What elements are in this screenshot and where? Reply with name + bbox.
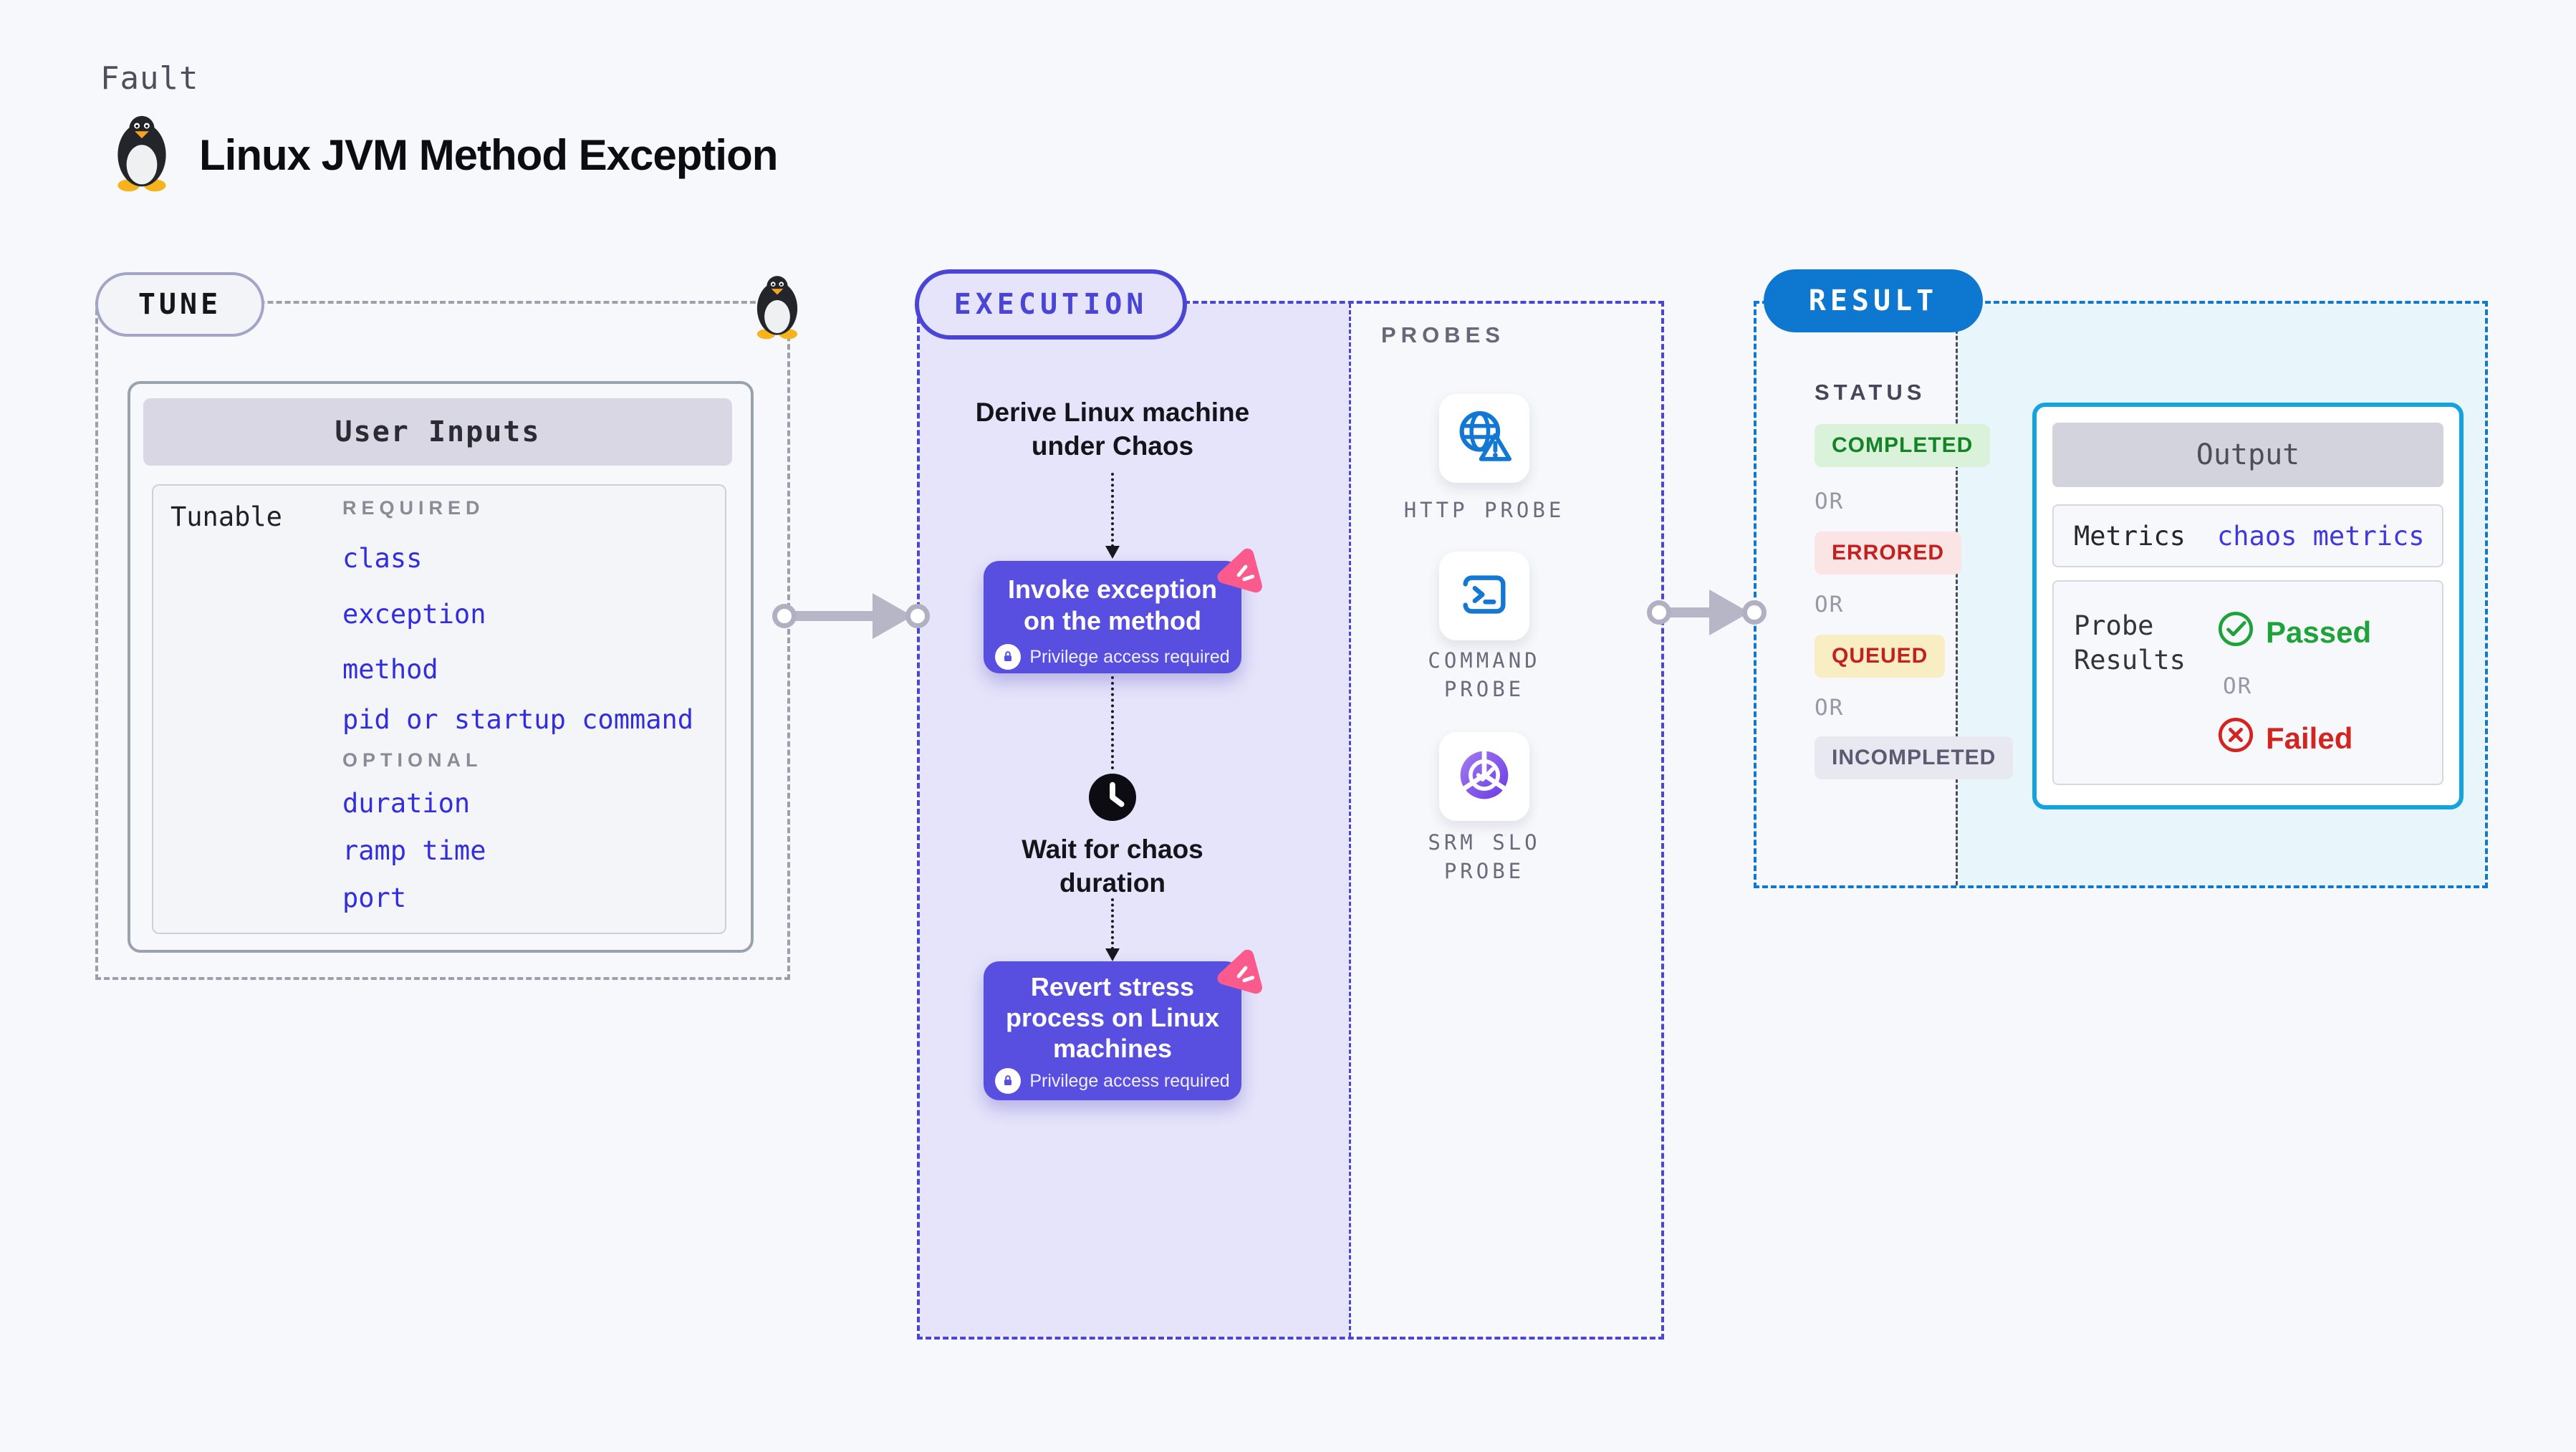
tunable-link-method[interactable]: method [342,654,438,685]
probe-results-label: Probe Results [2074,610,2186,675]
flow-arrowhead [1105,546,1120,559]
flow-dotted-line [1111,676,1114,769]
output-card: Output Metrics chaos metrics Probe Resul… [2032,403,2464,809]
linux-penguin-icon [106,113,178,192]
tunable-link-exception[interactable]: exception [342,599,486,630]
result-pill: RESULT [1764,269,1983,332]
lock-icon [995,644,1022,670]
probe-label-srm: SRM SLO PROBE [1428,830,1541,883]
optional-label: OPTIONAL [342,749,483,771]
or-label: OR [1815,695,1845,721]
probe-card-command [1439,552,1529,640]
connector-ring [1742,600,1767,625]
failed-status: Failed [2217,716,2352,761]
tunable-link-class[interactable]: class [342,543,423,574]
metrics-row: Metrics chaos metrics [2052,504,2443,567]
tunable-label: Tunable [170,501,282,532]
globe-alert-icon [1456,408,1513,469]
clock-icon [1087,771,1138,823]
chaos-badge-icon [1215,944,1271,1000]
check-circle-icon [2217,610,2254,655]
user-inputs-header: User Inputs [143,398,732,466]
passed-status: Passed [2217,610,2371,655]
passed-label: Passed [2266,615,2372,649]
flow-dotted-line [1111,898,1114,950]
tune-section-box [95,301,790,980]
execution-probes-divider [1349,304,1351,1337]
step-invoke-card: Invoke exception on the method Privilege… [984,561,1241,673]
required-label: REQUIRED [342,497,485,519]
status-label: STATUS [1815,380,1926,405]
privilege-note: Privilege access required [1029,1070,1230,1091]
or-label: OR [2223,673,2253,699]
step-derive-label: Derive Linux machine under Chaos [975,398,1250,461]
metrics-value-link[interactable]: chaos metrics [2217,520,2425,552]
execution-flow-background [920,304,1349,1337]
flow-arrowhead [1105,948,1120,961]
probe-label-http: HTTP PROBE [1403,498,1565,522]
execution-pill: EXECUTION [915,269,1187,340]
tunable-link-ramp-time[interactable]: ramp time [342,835,486,866]
tune-pill: TUNE [95,272,264,337]
user-inputs-card [128,381,754,953]
terminal-icon [1457,567,1512,625]
status-badge-errored: ERRORED [1815,532,1962,574]
execution-to-result-arrow [1668,607,1712,617]
connector-ring [905,604,930,628]
connector-ring [772,604,797,628]
output-header: Output [2052,423,2443,487]
chaos-badge-icon [1215,543,1271,599]
fault-kicker: Fault [100,60,199,97]
tunable-link-port[interactable]: port [342,883,407,913]
tunable-link-duration[interactable]: duration [342,788,471,819]
status-badge-incompleted: INCOMPLETED [1815,736,2014,779]
privilege-note: Privilege access required [1029,646,1230,667]
step-wait-label: Wait for chaos duration [1022,835,1203,898]
probe-card-http [1439,394,1529,483]
failed-label: Failed [2266,721,2353,755]
result-status-divider [1956,304,1958,885]
x-circle-icon [2217,716,2254,761]
probe-card-srm [1439,732,1529,821]
page-title: Linux JVM Method Exception [199,131,778,179]
execution-section-box [917,301,1664,1340]
or-label: OR [1815,592,1845,617]
lock-icon [995,1068,1022,1094]
or-label: OR [1815,489,1845,514]
status-badge-queued: QUEUED [1815,635,1946,678]
user-inputs-body [152,484,726,934]
step-revert-card: Revert stress process on Linux machines … [984,961,1241,1100]
tunable-link-pid[interactable]: pid or startup command [342,704,694,735]
slo-gauge-icon [1456,746,1513,807]
probes-label: PROBES [1381,322,1505,347]
tune-to-execution-arrow [792,611,875,621]
tune-penguin-icon [748,274,807,340]
probe-results-row: Probe Results Passed OR [2052,580,2443,785]
probe-label-command: COMMAND PROBE [1428,648,1541,701]
metrics-label: Metrics [2074,520,2186,552]
flow-dotted-line [1111,473,1114,547]
status-badge-completed: COMPLETED [1815,424,1991,467]
connector-ring [1647,600,1671,625]
